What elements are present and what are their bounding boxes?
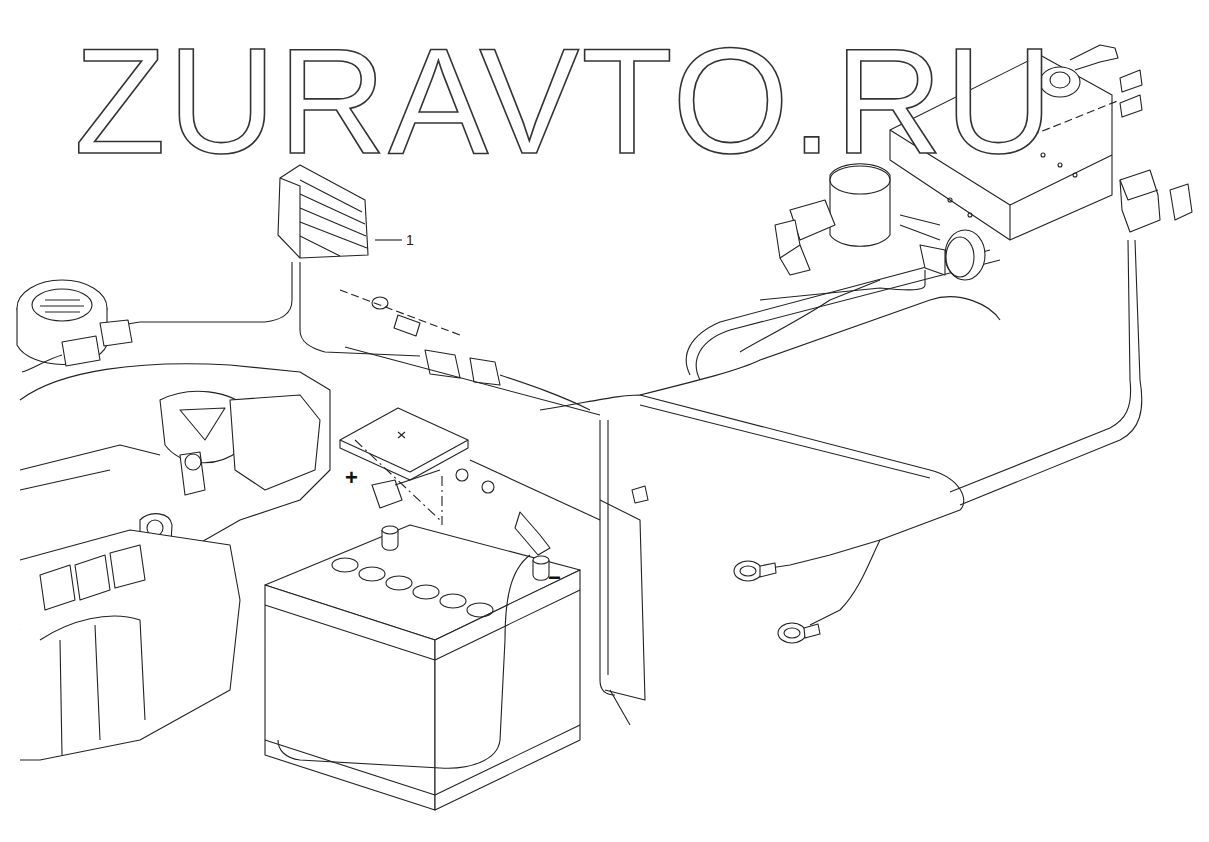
watermark: ZURAVTO.RU <box>74 26 1055 176</box>
polarity-sign: − <box>548 567 561 589</box>
callout-number: 1 <box>406 233 414 247</box>
polarity-sign: + <box>345 467 358 489</box>
